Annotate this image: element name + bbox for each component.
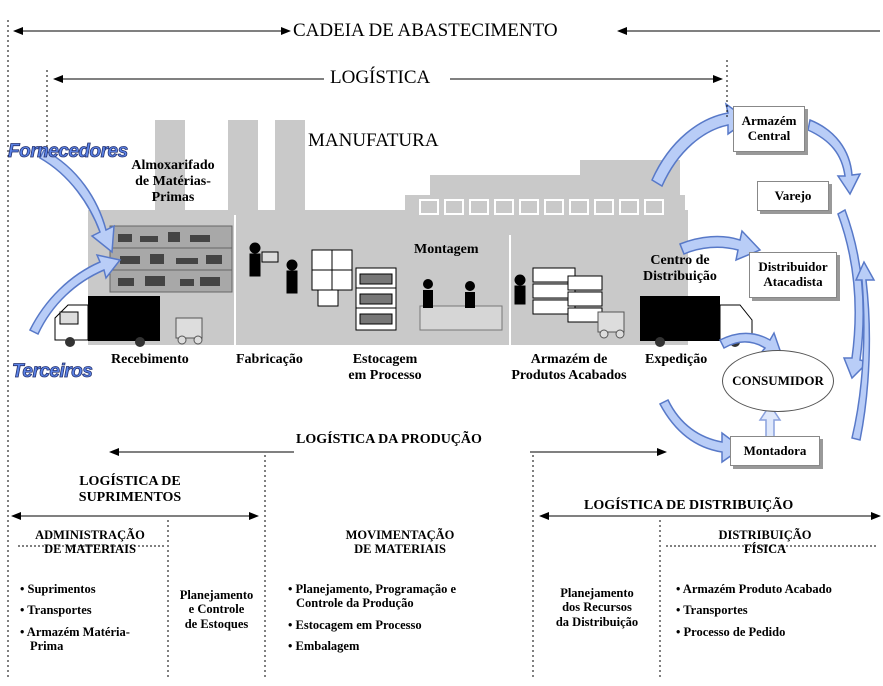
manufacturing-title: MANUFATURA <box>308 130 439 151</box>
materials-handling-title: MOVIMENTAÇÃO DE MATERIAIS <box>345 528 455 557</box>
distribution-planning-label: Planejamento dos Recursos da Distribuiçã… <box>555 586 639 629</box>
forklift-right <box>597 311 625 339</box>
list-item: Controle da Produção <box>296 596 414 611</box>
list-item: • Armazém Produto Acabado <box>676 582 832 596</box>
list-item: • Planejamento, Programação e <box>288 582 456 596</box>
list-item: • Processo de Pedido <box>676 624 786 639</box>
list-item: • Suprimentos <box>20 582 96 596</box>
list-item: Prima <box>30 639 64 654</box>
distribution-logistics-title: LOGÍSTICA DE DISTRIBUIÇÃO <box>584 498 794 513</box>
list-item: • Transportes <box>20 603 92 618</box>
wip-rack <box>355 267 397 331</box>
raw-material-shelves <box>109 225 233 293</box>
list-item: • Embalagem <box>288 639 360 654</box>
fabrication-machines <box>249 242 353 307</box>
assembly-bench <box>419 279 503 331</box>
receiving-label: Recebimento <box>111 352 189 367</box>
flow-arrows <box>28 102 876 464</box>
shipping-truck <box>640 296 753 347</box>
materials-admin-list: • Suprimentos • Transportes • Armazém Ma… <box>20 582 130 661</box>
retail-box: Varejo <box>757 181 829 211</box>
list-item: • Estocagem em Processo <box>288 617 422 632</box>
production-logistics-title: LOGÍSTICA DA PRODUÇÃO <box>296 432 482 447</box>
inventory-control-label: Planejamento e Controle de Estoques <box>179 588 254 631</box>
physical-distribution-list: • Armazém Produto Acabado • Transportes … <box>676 582 832 646</box>
list-item: • Armazém Matéria- <box>20 624 130 639</box>
guide-lines <box>7 20 728 680</box>
finished-goods-label: Armazém de Produtos Acabados <box>511 352 627 384</box>
supply-chain-title: CADEIA DE ABASTECIMENTO <box>293 20 558 41</box>
suppliers-label: Fornecedores <box>8 141 129 163</box>
forklift-left <box>175 317 203 345</box>
third-parties-label: Terceiros <box>12 361 94 383</box>
wip-storage-label: Estocagem em Processo <box>348 352 422 384</box>
consumer-ellipse: CONSUMIDOR <box>722 350 834 412</box>
supply-logistics-title: LOGÍSTICA DE SUPRIMENTOS <box>78 474 182 506</box>
distribution-center-label: Centro de Distribuição <box>643 253 717 285</box>
fabrication-label: Fabricação <box>236 352 303 367</box>
list-item: • Transportes <box>676 603 748 618</box>
receiving-truck <box>54 296 160 347</box>
materials-admin-title: ADMINISTRAÇÃO DE MATERIAIS <box>35 528 145 557</box>
raw-materials-store-label: Almoxarifado de Matérias- Primas <box>131 158 215 206</box>
factory-windows <box>419 199 664 215</box>
materials-handling-list: • Planejamento, Programação e Controle d… <box>288 582 456 661</box>
logistics-title: LOGÍSTICA <box>330 67 431 88</box>
assembler-box: Montadora <box>730 436 820 466</box>
finished-goods-racks <box>514 267 603 323</box>
assembly-label: Montagem <box>414 242 479 257</box>
physical-distribution-title: DISTRIBUIÇÃO FÍSICA <box>718 528 812 557</box>
scope-arrows <box>11 27 881 547</box>
shipping-label: Expedição <box>645 352 708 367</box>
